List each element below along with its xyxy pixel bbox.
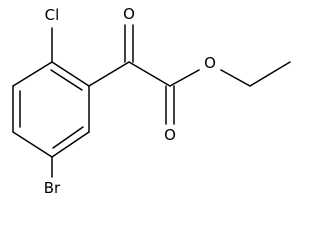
benzene-ring <box>12 61 90 158</box>
ring-bond-6 <box>12 61 53 87</box>
bromine-label: Br <box>44 179 61 197</box>
ch2-ch3-bond <box>249 61 291 87</box>
ring-bond-3 <box>51 131 90 158</box>
ring-bond-4 <box>12 131 53 158</box>
ring-double-bond-2 <box>52 126 84 149</box>
structure-diagram: Cl Br O O O <box>12 5 291 197</box>
ring-bond-1 <box>51 61 90 87</box>
ketone-to-ester-bond <box>128 61 171 87</box>
ester-oxygen-label: O <box>204 54 216 72</box>
ring-double-bond-1 <box>50 69 83 91</box>
carbonyl-oxygen-label: O <box>164 126 176 144</box>
ketone-oxygen-label: O <box>123 5 135 23</box>
ring-to-ketone-bond <box>88 61 130 87</box>
ester-c-o-bond <box>169 69 200 87</box>
chlorine-label: Cl <box>45 6 60 24</box>
molecule-drawing: Cl Br O O O <box>12 5 291 197</box>
o-ch2-bond <box>220 69 251 87</box>
